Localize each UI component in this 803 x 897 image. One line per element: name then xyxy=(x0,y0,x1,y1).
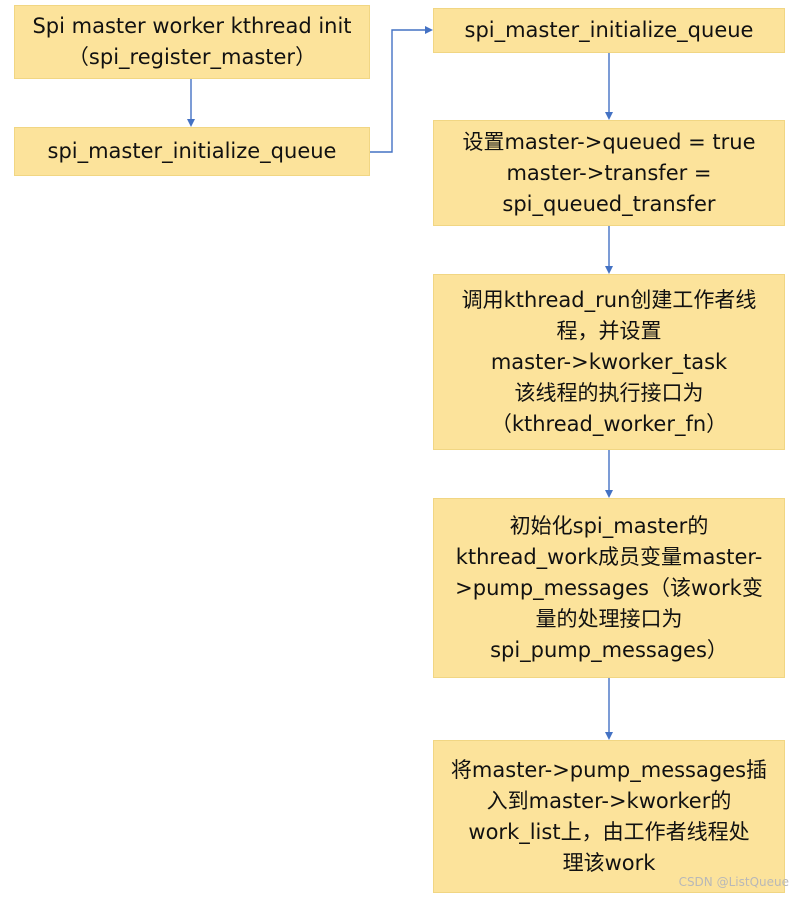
watermark: CSDN @ListQueue xyxy=(678,875,789,889)
node-initialize-queue-left: spi_master_initialize_queue xyxy=(14,127,370,176)
node-init-kthread-work: 初始化spi_master的 kthread_work成员变量master- >… xyxy=(433,498,785,678)
node-set-queued-transfer: 设置master->queued = true master->transfer… xyxy=(433,120,785,226)
arrow-box2-to-box3 xyxy=(370,26,433,153)
node-spi-register-master: Spi master worker kthread init （spi_regi… xyxy=(14,5,370,79)
node-initialize-queue-right: spi_master_initialize_queue xyxy=(433,8,785,53)
node-insert-work-list: 将master->pump_messages插 入到master->kworke… xyxy=(433,740,785,893)
node-kthread-run: 调用kthread_run创建工作者线 程，并设置 master->kworke… xyxy=(433,274,785,450)
